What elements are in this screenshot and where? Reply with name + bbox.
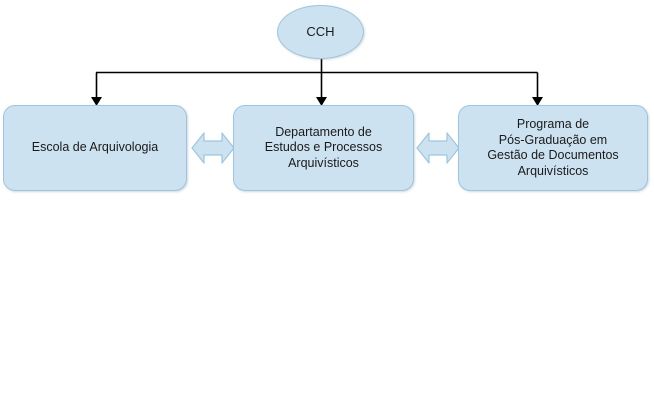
arrowhead-escola [91, 97, 102, 106]
node-cch-label: CCH [306, 24, 335, 40]
node-escola-de-arquivologia[interactable]: Escola de Arquivologia [3, 105, 187, 191]
node-departamento-de-estudos-e-processos-arquivisticos[interactable]: Departamento de Estudos e Processos Arqu… [233, 105, 414, 191]
arrowhead-programa [532, 97, 543, 106]
double-arrow-departamento-programa [416, 132, 460, 164]
double-arrow-escola-departamento [191, 132, 235, 164]
node-departamento-label: Departamento de Estudos e Processos Arqu… [264, 124, 383, 170]
node-escola-label: Escola de Arquivologia [31, 140, 159, 155]
node-programa-label: Programa de Pós-Graduação em Gestão de D… [487, 117, 619, 178]
node-cch[interactable]: CCH [277, 5, 364, 59]
arrowhead-departamento [316, 97, 327, 106]
node-programa-de-pos-graduacao-em-gestao-de-documentos[interactable]: Programa de Pós-Graduação em Gestão de D… [458, 105, 648, 191]
